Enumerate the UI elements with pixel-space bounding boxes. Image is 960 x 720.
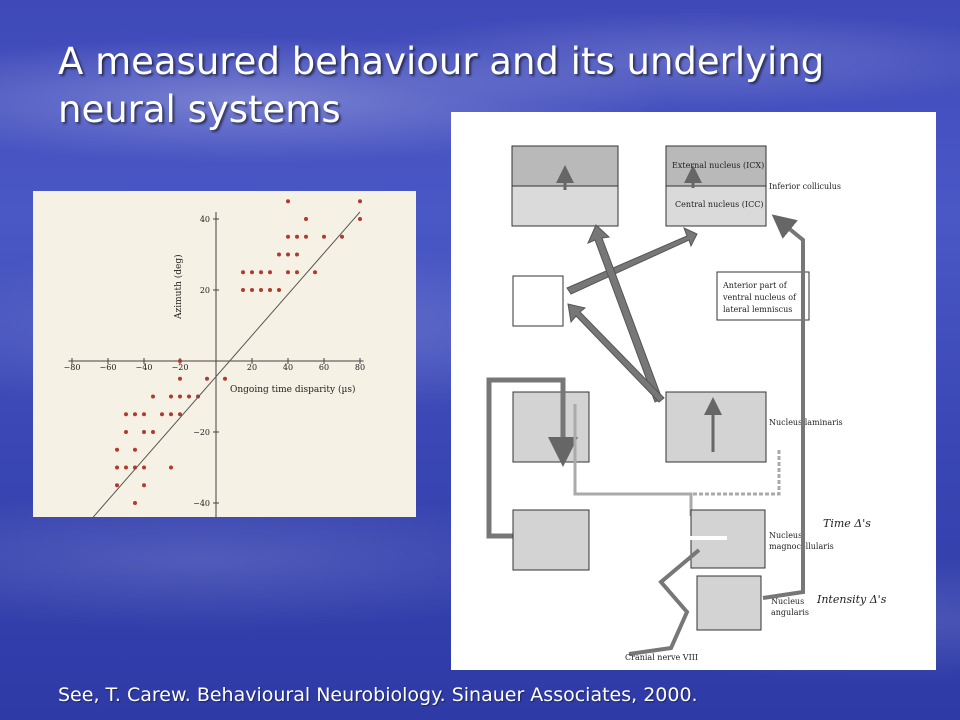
x-tick-label: 60 bbox=[319, 363, 329, 372]
data-point bbox=[241, 270, 245, 275]
data-point bbox=[178, 359, 182, 363]
neural-diagram-svg: External nucleus (ICX) Central nucleus (… bbox=[486, 145, 887, 662]
data-point bbox=[178, 394, 182, 399]
icx-label: External nucleus (ICX) bbox=[672, 161, 764, 170]
data-point bbox=[115, 465, 119, 470]
data-point bbox=[151, 430, 155, 434]
inferior-colliculus-label: Inferior colliculus bbox=[769, 182, 841, 191]
data-point bbox=[142, 430, 146, 434]
data-point bbox=[205, 376, 209, 381]
data-point bbox=[115, 447, 119, 452]
lemniscus-box bbox=[512, 275, 564, 327]
icc-label: Central nucleus (ICC) bbox=[675, 200, 763, 209]
lemniscus-label-3: lateral lemniscus bbox=[723, 305, 792, 314]
citation: See, T. Carew. Behavioural Neurobiology.… bbox=[58, 684, 698, 706]
x-tick-label: 40 bbox=[283, 363, 293, 372]
data-point bbox=[223, 376, 227, 381]
x-tick-label: −80 bbox=[64, 363, 81, 372]
data-point bbox=[133, 447, 137, 452]
title-line-1: A measured behaviour and its underlying bbox=[58, 40, 825, 83]
data-point bbox=[322, 234, 326, 239]
magno-output-left bbox=[573, 404, 693, 516]
data-point bbox=[304, 234, 308, 239]
data-point bbox=[142, 412, 146, 417]
data-point bbox=[286, 234, 290, 239]
data-point bbox=[124, 430, 128, 434]
data-point bbox=[124, 465, 128, 470]
magno-label-1: Nucleus bbox=[769, 531, 802, 540]
data-point bbox=[358, 199, 362, 204]
data-point bbox=[241, 288, 245, 292]
data-point bbox=[250, 270, 254, 275]
scatter-figure: −80 −60 −40 −20 20 40 60 80 40 20 −20 −40 Ongoing t… bbox=[33, 191, 416, 523]
data-point bbox=[277, 288, 281, 292]
data-point bbox=[304, 217, 308, 221]
angularis-label-2: angularis bbox=[771, 608, 809, 617]
x-tick-label: 80 bbox=[355, 363, 365, 372]
data-point bbox=[313, 270, 317, 275]
angularis-label-1: Nucleus bbox=[771, 597, 804, 606]
colliculus-right-box: External nucleus (ICX) Central nucleus (… bbox=[665, 145, 767, 227]
neural-diagram: External nucleus (ICX) Central nucleus (… bbox=[451, 112, 936, 670]
data-point bbox=[286, 199, 290, 204]
laminaris-left-box bbox=[512, 391, 590, 463]
data-point bbox=[286, 270, 290, 275]
data-point bbox=[169, 412, 173, 417]
lemniscus-label-box bbox=[716, 271, 810, 321]
data-point bbox=[358, 217, 362, 221]
magno-left-box bbox=[512, 509, 590, 571]
data-point bbox=[250, 288, 254, 292]
data-point bbox=[142, 483, 146, 488]
time-note: Time Δ's bbox=[823, 517, 871, 530]
data-point bbox=[277, 252, 281, 257]
ascending-pathway bbox=[762, 214, 805, 600]
projection-arrows bbox=[566, 224, 698, 403]
title-line-2: neural systems bbox=[58, 88, 341, 131]
nerve-label: Cranial nerve VIII bbox=[625, 653, 698, 662]
x-axis-label: Ongoing time disparity (µs) bbox=[230, 384, 356, 395]
data-point bbox=[259, 270, 263, 275]
data-point bbox=[160, 412, 164, 417]
data-point bbox=[187, 394, 191, 399]
y-axis-label: Azimuth (deg) bbox=[173, 254, 184, 320]
y-tick-label: −20 bbox=[193, 428, 210, 437]
y-tick-label: 40 bbox=[200, 215, 210, 224]
data-point bbox=[133, 501, 137, 505]
data-point bbox=[268, 288, 272, 292]
y-tick-label: −40 bbox=[193, 499, 210, 508]
x-tick-label: −20 bbox=[172, 363, 189, 372]
angularis-box bbox=[696, 575, 762, 631]
y-tick-label: 20 bbox=[200, 286, 210, 295]
data-point bbox=[169, 394, 173, 399]
intensity-note: Intensity Δ's bbox=[816, 593, 887, 606]
colliculus-left-box bbox=[511, 145, 619, 227]
data-point bbox=[142, 465, 146, 470]
laminaris-right-box bbox=[665, 391, 767, 463]
x-tick-label: 20 bbox=[247, 363, 257, 372]
data-point bbox=[124, 412, 128, 417]
lemniscus-label-1: Anterior part of bbox=[722, 281, 788, 290]
x-tick-label: −60 bbox=[100, 363, 117, 372]
data-point bbox=[259, 288, 263, 292]
data-point bbox=[295, 270, 299, 275]
data-point bbox=[133, 412, 137, 417]
data-point bbox=[115, 483, 119, 488]
lemniscus-label-2: ventral nucleus of bbox=[722, 293, 797, 302]
scatter-plot: −80 −60 −40 −20 20 40 60 80 40 20 −20 −40 Ongoing t… bbox=[64, 199, 365, 523]
magno-output-right bbox=[689, 450, 781, 516]
slide-title: A measured behaviour and its underlying … bbox=[58, 38, 878, 134]
data-point bbox=[295, 234, 299, 239]
x-tick-label: −40 bbox=[136, 363, 153, 372]
data-point bbox=[169, 465, 173, 470]
data-point bbox=[295, 252, 299, 257]
nerve-fibers bbox=[628, 548, 701, 656]
laminaris-label: Nucleus laminaris bbox=[769, 418, 843, 427]
fit-line bbox=[89, 211, 361, 522]
data-point bbox=[268, 270, 272, 275]
data-point bbox=[178, 376, 182, 381]
data-point bbox=[151, 394, 155, 399]
data-point bbox=[178, 412, 182, 417]
data-point bbox=[286, 252, 290, 257]
data-point bbox=[340, 234, 344, 239]
